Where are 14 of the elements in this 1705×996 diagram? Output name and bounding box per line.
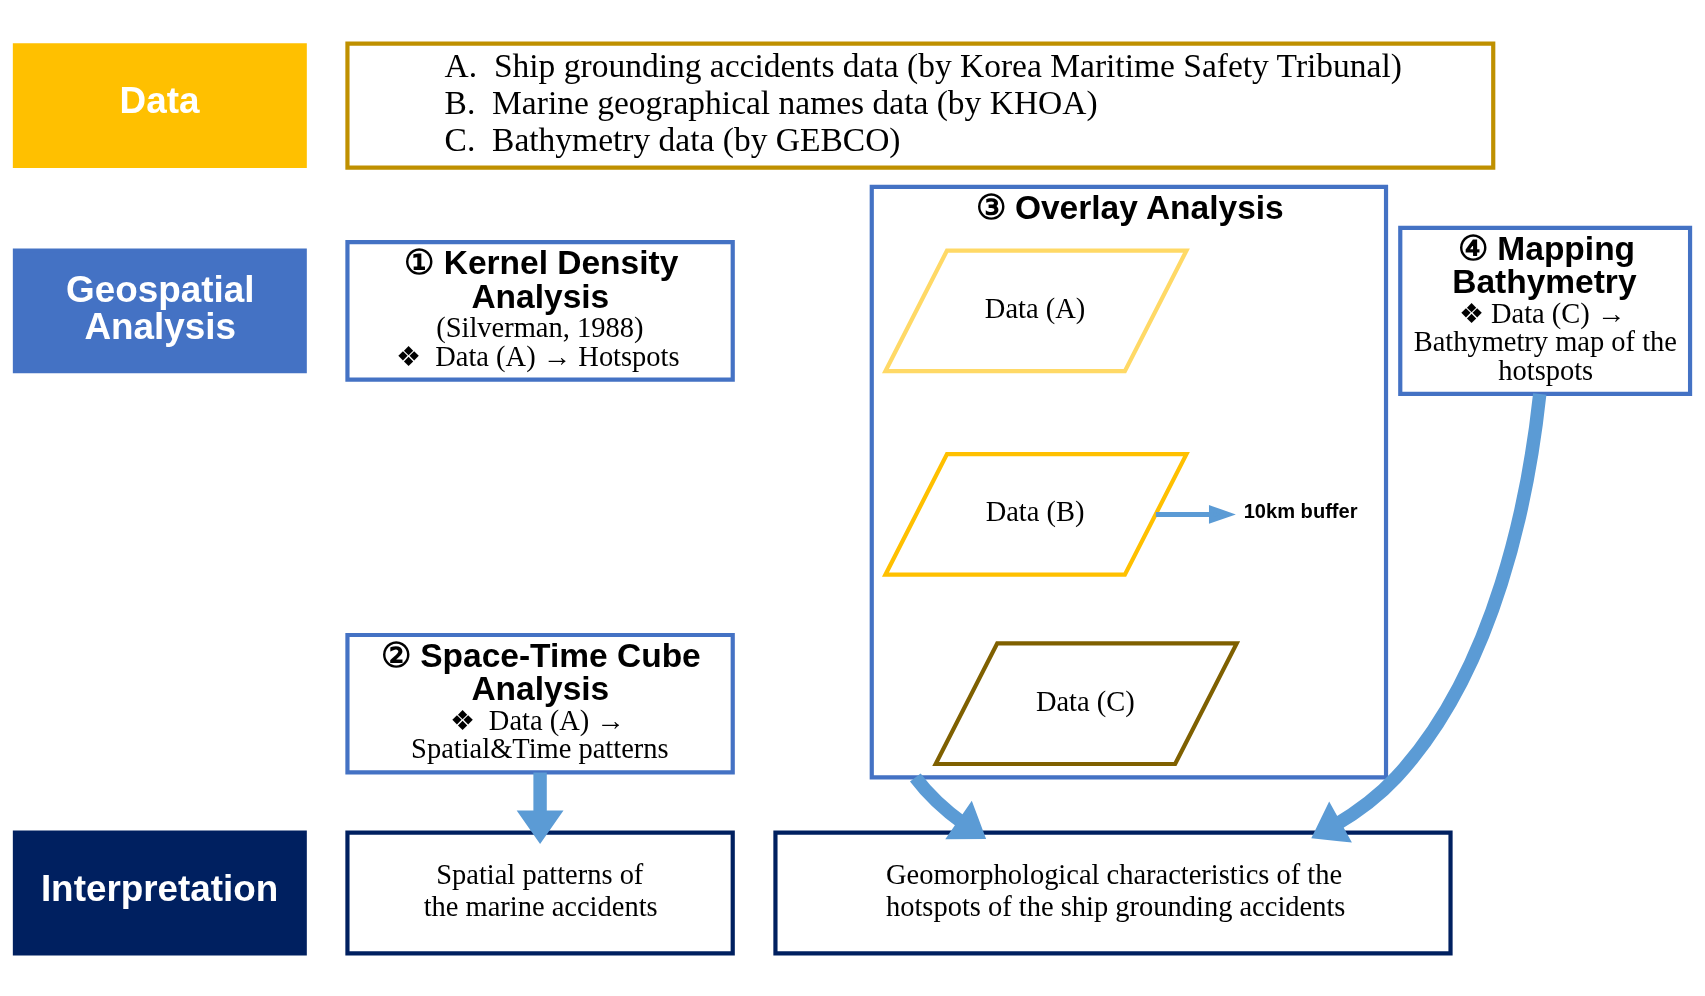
node-box: ② Space-Time Cube Analysis ❖ Data (A) → Spatial&Time patterns xyxy=(345,632,735,774)
node-box: Geomorphological characteristics of the hotspots of the ship grounding accidents xyxy=(773,830,1453,955)
node-box: Spatial patterns of the marine accidents xyxy=(345,830,735,955)
node-box: A. Ship grounding accidents data (by Korea Maritime Safety Tribunal) B. Marine geographical names data (by KHOA) C. Bathymetry data (by GEBCO) xyxy=(345,41,1496,170)
node-box: Interpretation xyxy=(12,830,307,955)
node-box: Geospatial Analysis xyxy=(12,248,307,373)
node-box: ④ Mapping Bathymetry ❖ Data (C) → Bathymetry map of the hotspots xyxy=(1398,225,1693,396)
node-box: Data xyxy=(12,42,307,168)
arrow xyxy=(1311,392,1547,843)
node-box: ① Kernel Density Analysis (Silverman, 1988) ❖ Data (A) → Hotspots xyxy=(345,239,735,382)
arrow xyxy=(910,772,987,839)
arrow xyxy=(1155,504,1236,524)
arrow xyxy=(516,772,564,844)
node-text: 10km buffer xyxy=(1243,499,1358,522)
